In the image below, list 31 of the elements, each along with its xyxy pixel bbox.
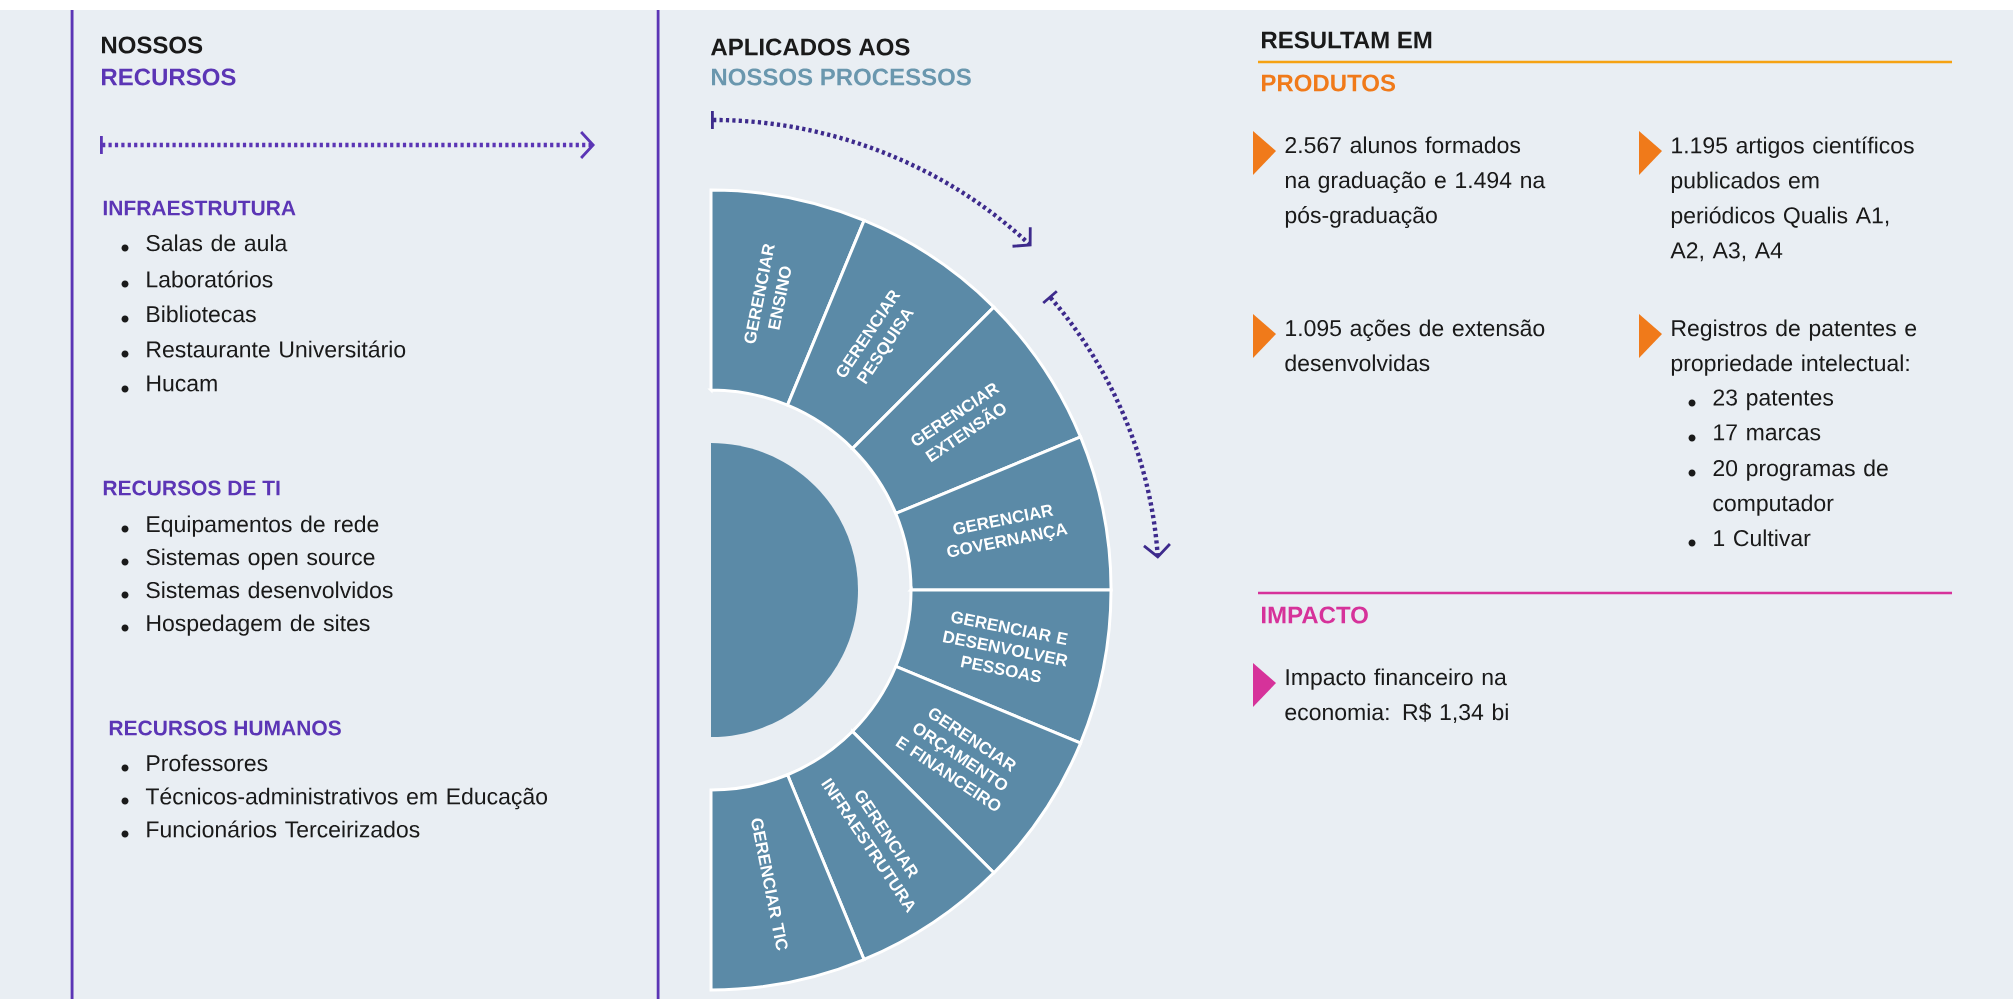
heading: RECURSOS HUMANOS bbox=[109, 720, 341, 736]
heading: PRODUTOS bbox=[1262, 74, 1396, 92]
list-item: Hucam bbox=[121, 375, 217, 393]
list-item: Laboratórios bbox=[121, 270, 273, 288]
list-item: Funcionários Terceirizados bbox=[121, 820, 420, 838]
list-item: Salas de aula bbox=[121, 234, 288, 252]
list-item: Professores bbox=[121, 754, 268, 772]
list-item: Sistemas desenvolvidos bbox=[121, 581, 393, 599]
heading: RECURSOS DE TI bbox=[103, 480, 280, 496]
heading: NOSSOS PROCESSOS bbox=[712, 68, 971, 86]
heading: INFRAESTRUTURA bbox=[103, 200, 296, 216]
list-item: 23 patentes bbox=[1688, 389, 1834, 411]
result-item: 2.567 alunos formados na graduação e 1.494 na pós-graduação bbox=[1253, 131, 1546, 228]
heading: RECURSOS bbox=[102, 68, 236, 86]
heading: APLICADOS AOS bbox=[711, 38, 910, 56]
list-item: 1 Cultivar bbox=[1688, 529, 1811, 547]
result-item: Impacto financeiro na economia: R$ 1,34 bi bbox=[1253, 663, 1508, 723]
list-item: Bibliotecas bbox=[121, 305, 256, 323]
heading: NOSSOS bbox=[102, 36, 203, 54]
result-item: 1.095 ações de extensão desenvolvidas bbox=[1253, 314, 1545, 372]
list-item: Restaurante Universitário bbox=[121, 340, 406, 358]
list-item: Hospedagem de sites bbox=[121, 614, 370, 636]
heading: RESULTAM EM bbox=[1262, 31, 1432, 49]
heading: IMPACTO bbox=[1262, 606, 1368, 624]
result-item: 1.195 artigos científicos publicados em periódicos Qualis A1, A2, A3, A4 bbox=[1639, 131, 1914, 262]
list-item: 17 marcas bbox=[1688, 424, 1821, 442]
list-item: Técnicos-administrativos em Educação bbox=[121, 787, 548, 810]
list-item: Equipamentos de rede bbox=[121, 515, 379, 537]
result-item: Registros de patentes e propriedade intelectual: bbox=[1639, 314, 1917, 376]
list-item: Sistemas open source bbox=[121, 548, 375, 570]
list-item: 20 programas de computador bbox=[1688, 459, 1888, 516]
